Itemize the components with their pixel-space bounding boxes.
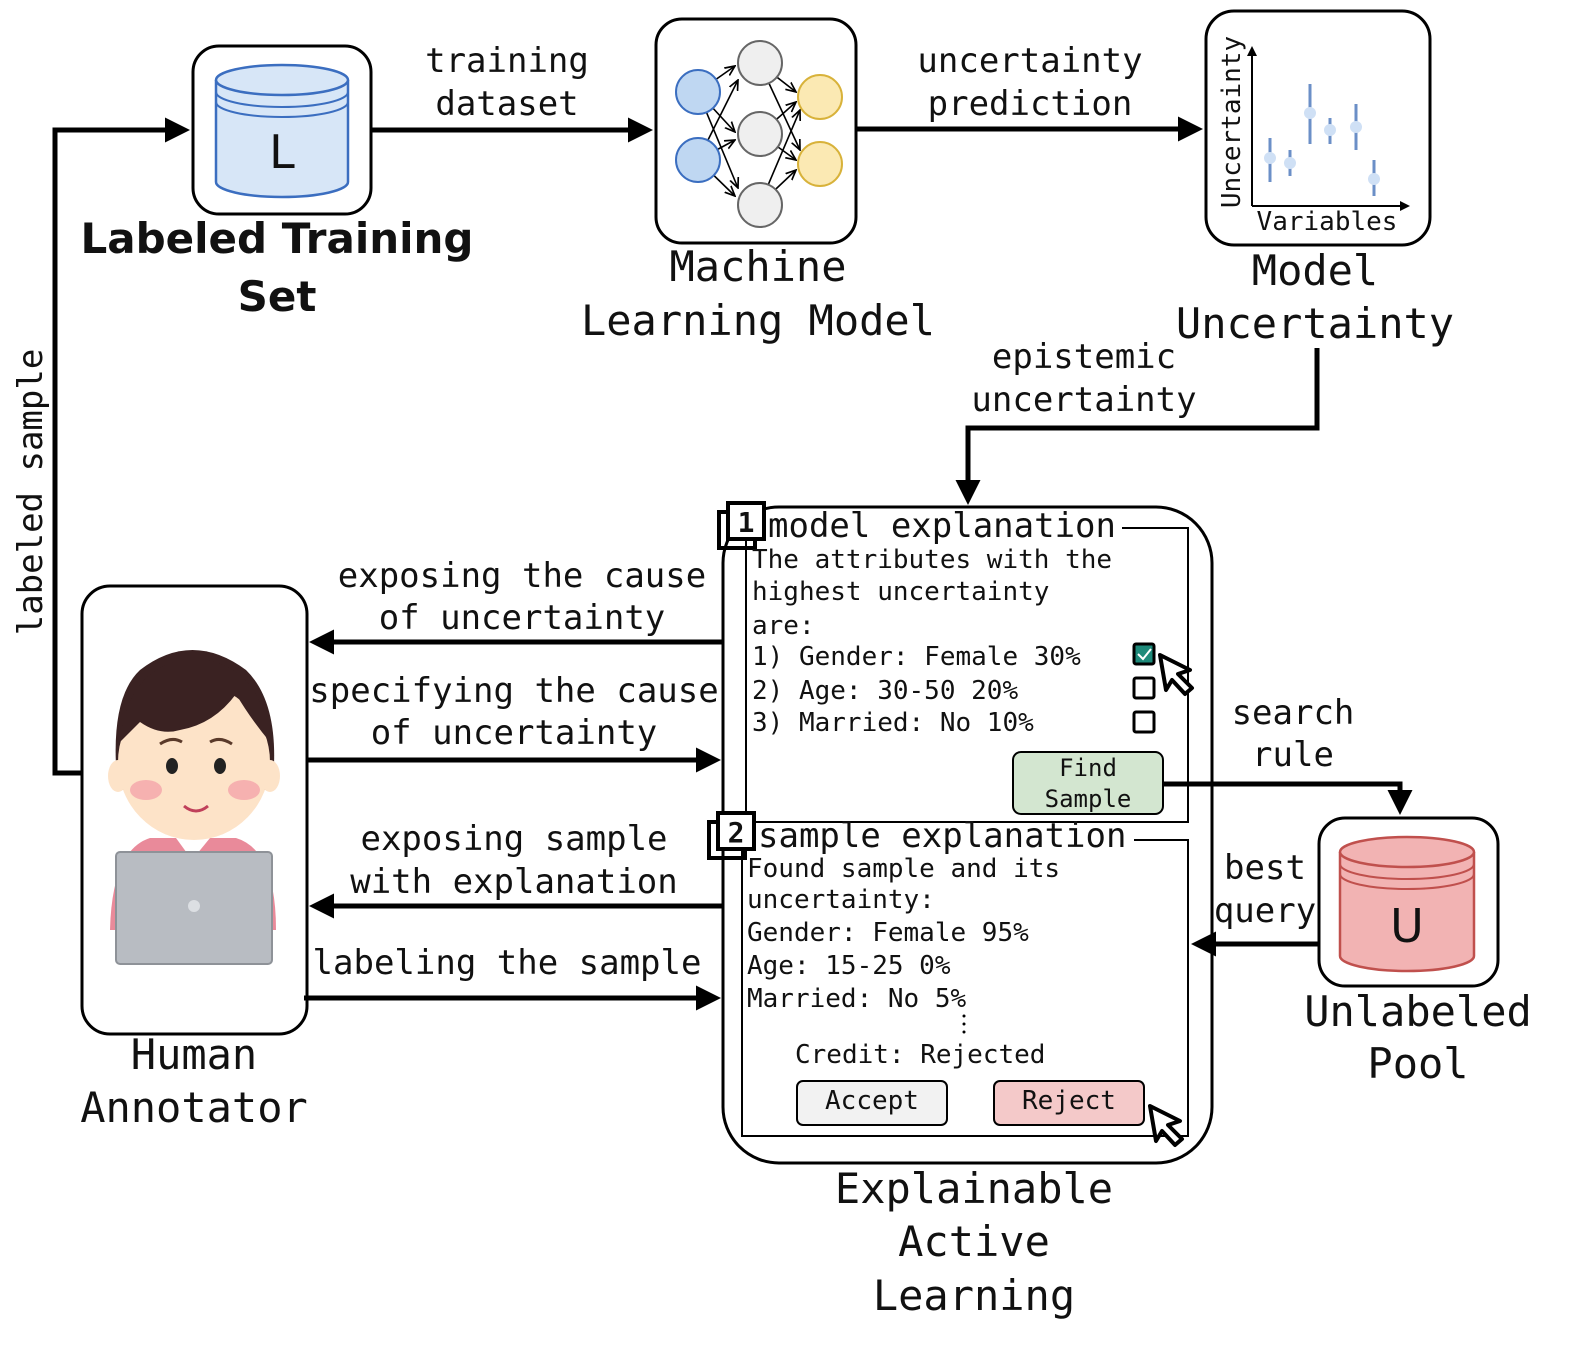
- exposing-sample-label: exposing sample: [360, 819, 667, 859]
- unlabeled-pool-title-2: Pool: [1367, 1039, 1468, 1088]
- model-explanation-text: The attributes with the: [752, 545, 1112, 575]
- labeling-sample-label: labeling the sample: [313, 943, 702, 983]
- find-sample-label-2: Sample: [1045, 785, 1132, 813]
- find-sample-label: Find: [1059, 754, 1117, 782]
- model-uncertainty-title: Model: [1252, 246, 1378, 295]
- human-annotator-title: Human: [131, 1030, 257, 1079]
- edge-epistemic-uncertainty: epistemic uncertainty: [955, 337, 1320, 505]
- search-rule-label-2: rule: [1252, 735, 1334, 775]
- edge-uncertainty-prediction: uncertainty prediction: [857, 41, 1203, 142]
- sample-row-3: Married: No 5%: [747, 984, 966, 1014]
- reject-button[interactable]: Reject: [993, 1080, 1145, 1126]
- training-dataset-label: training: [425, 41, 589, 81]
- edge-labeled-sample: labeled sample: [11, 117, 190, 776]
- sample-explanation-text-2: uncertainty:: [747, 885, 935, 915]
- sample-explanation-title: sample explanation: [758, 816, 1126, 856]
- model-explanation-title: model explanation: [768, 506, 1116, 546]
- human-annotator-title-2: Annotator: [80, 1083, 308, 1132]
- labeled-sample-label: labeled sample: [11, 349, 51, 636]
- annotator-avatar: [108, 650, 280, 965]
- model-explanation-number-badge: 1: [717, 501, 766, 550]
- sample-row-2: Age: 15-25 0%: [747, 951, 951, 981]
- ml-model-title-2: Learning Model: [581, 296, 935, 345]
- model-explanation-text-3: are:: [752, 611, 815, 641]
- ellipsis-icon: [962, 1014, 966, 1034]
- xal-title-2: Active: [898, 1217, 1050, 1266]
- specifying-cause-label-2: of uncertainty: [371, 713, 658, 753]
- attribute-item-2: 2) Age: 30-50 20%: [752, 676, 1018, 706]
- attribute-item-3: 3) Married: No 10%: [752, 708, 1034, 738]
- plot-x-axis-label: Variables: [1257, 207, 1398, 237]
- xal-panel: 1 model explanation The attributes with …: [707, 501, 1214, 1165]
- sample-explanation-number: 2: [728, 816, 745, 849]
- cursor-icon: [1158, 653, 1194, 696]
- plot-y-axis-label: Uncertainty: [1217, 36, 1247, 208]
- attribute-checkbox-3[interactable]: [1132, 710, 1156, 734]
- uncertainty-prediction-label-2: prediction: [928, 84, 1133, 124]
- labeled-database-icon: L: [214, 63, 350, 199]
- accept-button[interactable]: Accept: [796, 1080, 948, 1126]
- cursor-icon: [1148, 1104, 1184, 1147]
- unlabeled-database-icon: U: [1338, 835, 1476, 973]
- exposing-sample-label-2: with explanation: [350, 862, 678, 902]
- uncertainty-prediction-label: uncertainty: [917, 41, 1142, 81]
- edge-exposing-cause: exposing the cause of uncertainty: [309, 556, 722, 655]
- search-rule-label: search: [1232, 693, 1355, 733]
- model-uncertainty-title-2: Uncertainty: [1176, 299, 1454, 348]
- accept-label: Accept: [825, 1086, 919, 1116]
- model-uncertainty-node: Uncertainty Variables: [1204, 9, 1432, 247]
- best-query-label-2: query: [1214, 891, 1316, 931]
- edge-exposing-sample: exposing sample with explanation: [309, 819, 722, 919]
- unlabeled-pool-title: Unlabeled: [1304, 987, 1532, 1036]
- specifying-cause-label: specifying the cause: [309, 671, 718, 711]
- attribute-checkbox-2[interactable]: [1132, 676, 1156, 700]
- xal-title: Explainable: [835, 1164, 1113, 1213]
- epistemic-label: epistemic: [992, 337, 1176, 377]
- labeled-training-set-node: L: [191, 44, 373, 216]
- credit-status: Credit: Rejected: [795, 1040, 1045, 1070]
- training-dataset-label-2: dataset: [435, 84, 578, 124]
- find-sample-button[interactable]: Find Sample: [1012, 751, 1164, 815]
- unlabeled-db-letter: U: [1390, 899, 1424, 953]
- model-explanation-number: 1: [738, 506, 755, 539]
- neural-network-icon: [675, 40, 843, 228]
- edge-specifying-cause: specifying the cause of uncertainty: [308, 671, 721, 773]
- labeled-db-letter: L: [269, 125, 295, 179]
- exposing-cause-label: exposing the cause: [338, 556, 706, 596]
- attribute-checkbox-1[interactable]: [1132, 642, 1156, 666]
- reject-label: Reject: [1022, 1086, 1116, 1116]
- unlabeled-pool-node: U: [1317, 816, 1500, 988]
- model-explanation-text-2: highest uncertainty: [752, 577, 1049, 607]
- labeled-set-title-2: Set: [238, 272, 317, 321]
- human-annotator-node: [80, 584, 309, 1036]
- ml-model-title: Machine: [669, 242, 846, 291]
- best-query-label: best: [1224, 848, 1306, 888]
- edge-search-rule: search rule: [1163, 693, 1413, 815]
- attribute-item-1: 1) Gender: Female 30%: [752, 642, 1081, 672]
- sample-row-1: Gender: Female 95%: [747, 918, 1029, 948]
- ml-model-node: [654, 17, 858, 245]
- labeled-set-title: Labeled Training: [81, 214, 474, 263]
- exposing-cause-label-2: of uncertainty: [379, 598, 666, 638]
- edge-training-dataset: training dataset: [372, 41, 653, 143]
- sample-explanation-text: Found sample and its: [747, 854, 1060, 884]
- uncertainty-plot-icon: Uncertainty Variables: [1217, 36, 1410, 237]
- edge-best-query: best query: [1191, 848, 1319, 957]
- edge-labeling-sample: labeling the sample: [304, 943, 721, 1011]
- sample-explanation-number-badge: 2: [707, 811, 756, 860]
- epistemic-label-2: uncertainty: [971, 380, 1196, 420]
- xal-title-3: Learning: [873, 1271, 1075, 1320]
